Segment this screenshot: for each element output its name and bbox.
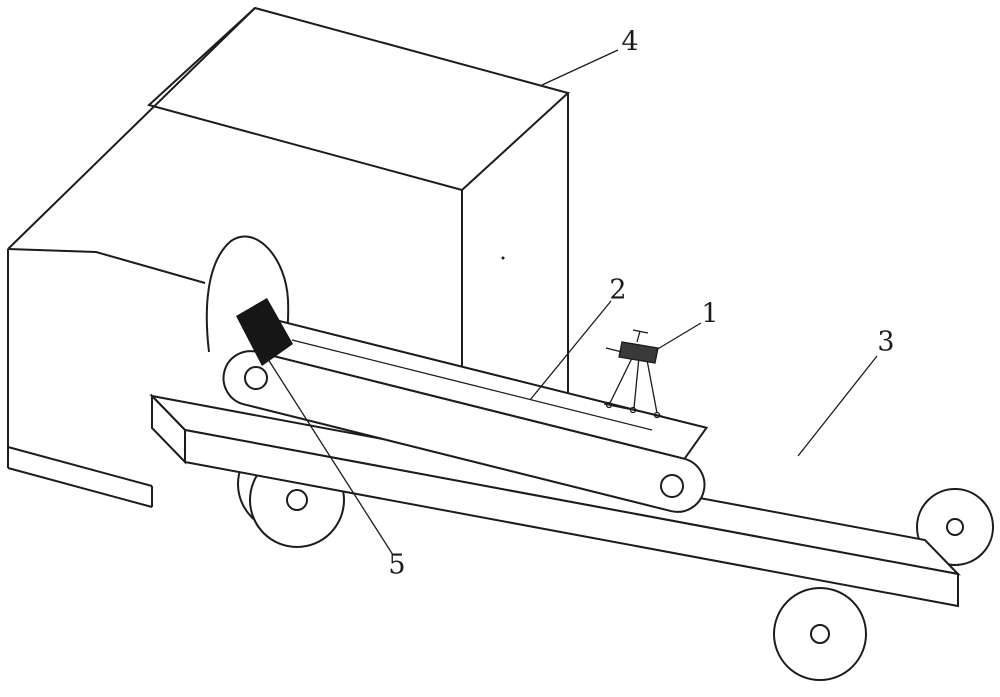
device-leg-right [646, 359, 658, 414]
platform-left-end-face [151, 393, 186, 465]
belt-roller-left [244, 366, 268, 390]
wheel-front-left-hub [286, 489, 308, 511]
wheel-rear-hub [810, 624, 830, 644]
leader-line-2 [529, 300, 612, 401]
leader-line-1 [655, 322, 702, 351]
housing-top-face [146, 6, 571, 192]
wheel-rear-group [773, 587, 867, 681]
part-label-3: 3 [877, 327, 894, 358]
ink-speck [501, 256, 505, 260]
device-mast [636, 330, 641, 343]
housing-base-plinth [7, 446, 153, 508]
belt-slot [236, 298, 293, 366]
housing-front-shoulder-edge [7, 248, 206, 284]
housing-left-ridge-edge [7, 7, 256, 250]
conveyor-belt [222, 319, 709, 513]
part-label-4: 4 [621, 27, 638, 58]
part-labels: 1 2 3 4 5 [388, 27, 894, 581]
device-mast-bar [632, 329, 649, 334]
device-leg-left [609, 355, 634, 404]
plinth-bottom-edge [7, 467, 153, 508]
device-leg-mid [633, 356, 640, 409]
device-foot-left [605, 401, 613, 409]
plinth-top-edge [7, 446, 153, 487]
leader-lines [265, 49, 878, 556]
device-arm [605, 347, 623, 353]
cart-platform [149, 393, 961, 608]
part-label-1: 1 [701, 299, 718, 330]
device-head [618, 341, 659, 364]
belt-guide-rail [291, 339, 653, 431]
part-label-5: 5 [388, 550, 405, 581]
leader-line-4 [541, 49, 619, 86]
wheel-far-right-hub [946, 518, 964, 536]
device-base-bar [603, 403, 663, 417]
leader-line-3 [797, 355, 878, 457]
belt-roller-right [660, 474, 684, 498]
part-label-2: 2 [609, 275, 626, 306]
leader-line-5 [265, 355, 394, 556]
machine-housing [7, 6, 571, 508]
device-foot-mid [629, 406, 637, 414]
belt-side-face [222, 350, 706, 513]
carriage-device [603, 329, 663, 419]
